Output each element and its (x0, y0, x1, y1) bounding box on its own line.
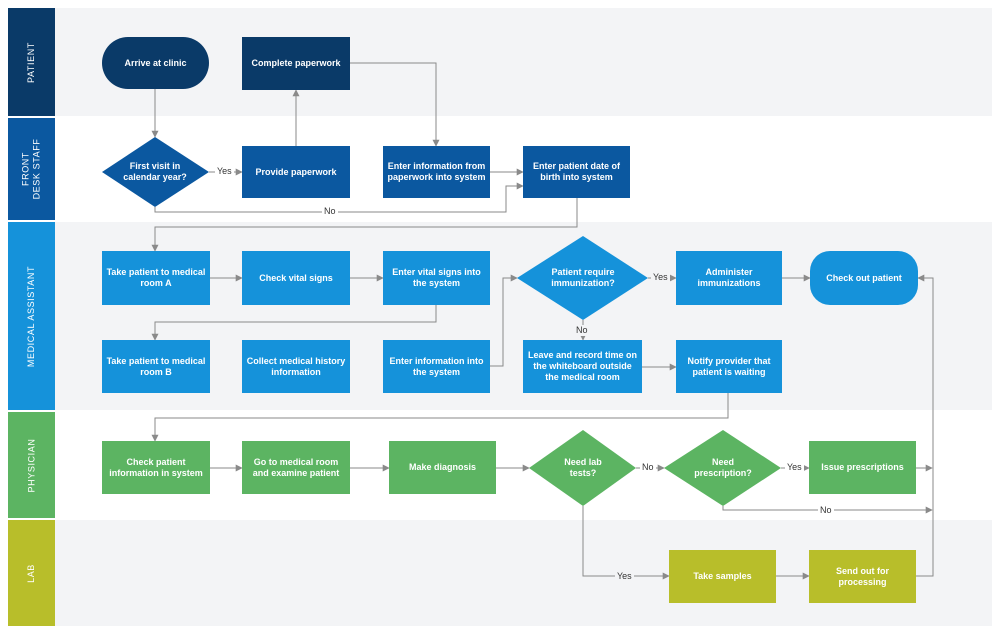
node-notify-provider: Notify provider that patient is waiting (676, 340, 782, 393)
edge-label-lab-yes: Yes (615, 571, 634, 582)
node-send-out-processing: Send out for processing (809, 550, 916, 603)
node-enter-dob: Enter patient date of birth into system (523, 146, 630, 198)
edge-label-immun-no: No (574, 325, 590, 336)
node-administer-immunizations: Administer immunizations (676, 251, 782, 305)
lane-frontdesk-label: FRONT DESK STAFF (8, 118, 55, 220)
edge-needrx-no-checkout (722, 506, 933, 514)
node-enter-info-system: Enter information into the system (383, 340, 490, 393)
node-check-out-patient: Check out patient (810, 251, 918, 305)
edge-label-first-yes: Yes (215, 166, 234, 177)
edge-label-rx-yes: Yes (785, 462, 804, 473)
node-take-room-a: Take patient to medical room A (102, 251, 210, 305)
label-require-immunization: Patient require immunization? (551, 267, 615, 288)
lane-patient-label: PATIENT (8, 8, 55, 116)
node-take-room-b: Take patient to medical room B (102, 340, 210, 393)
edge-dob-to-rooma (151, 198, 578, 252)
node-go-to-room-examine: Go to medical room and examine patient (242, 441, 350, 494)
edge-complete-to-enterinfo (350, 62, 440, 147)
node-issue-prescriptions: Issue prescriptions (809, 441, 916, 494)
label-need-prescription: Need prescription? (694, 457, 752, 478)
label-first-visit: First visit in calendar year? (123, 161, 187, 182)
node-enter-info-from-paperwork: Enter information from paperwork into sy… (383, 146, 490, 198)
node-check-vital-signs: Check vital signs (242, 251, 350, 305)
decision-require-immunization (517, 236, 648, 320)
lane-physician-label: PHYSICIAN (8, 412, 55, 518)
node-enter-vital-signs: Enter vital signs into the system (383, 251, 490, 305)
lane-lab-label: LAB (8, 520, 55, 626)
edge-notify-to-checkinfo (151, 393, 729, 442)
edge-firstvisit-no-dob (154, 182, 524, 213)
node-make-diagnosis: Make diagnosis (389, 441, 496, 494)
edge-entervitals-to-roomb (151, 305, 437, 341)
label-need-lab: Need lab tests? (564, 457, 602, 478)
edge-needlab-yes-samples (582, 506, 670, 580)
lane-patient-bg (55, 8, 992, 116)
node-arrive-at-clinic: Arrive at clinic (102, 37, 209, 89)
node-provide-paperwork: Provide paperwork (242, 146, 350, 198)
edge-sendout-to-checkout (916, 274, 934, 577)
decision-need-lab (529, 430, 636, 506)
edge-label-first-no: No (322, 206, 338, 217)
edge-label-lab-no: No (640, 462, 656, 473)
node-leave-record-time: Leave and record time on the whiteboard … (523, 340, 642, 393)
decision-need-prescription (664, 430, 781, 506)
node-collect-history: Collect medical history information (242, 340, 350, 393)
decision-first-visit (102, 137, 209, 207)
lane-medical-label: MEDICAL ASSISTANT (8, 222, 55, 410)
node-complete-paperwork: Complete paperwork (242, 37, 350, 90)
node-check-patient-info: Check patient information in system (102, 441, 210, 494)
edge-label-immun-yes: Yes (651, 272, 670, 283)
node-take-samples: Take samples (669, 550, 776, 603)
edge-label-rx-no: No (818, 505, 834, 516)
edge-enterinfo2-to-immun (490, 274, 518, 367)
